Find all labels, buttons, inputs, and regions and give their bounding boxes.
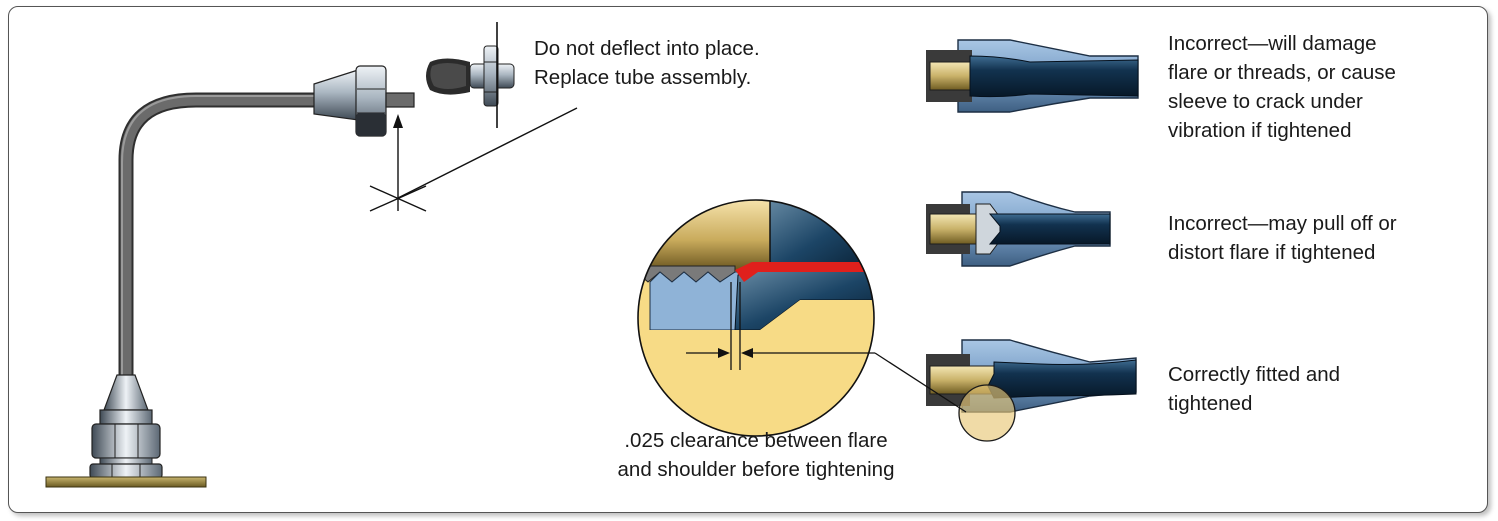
section-incorrect-damage	[926, 39, 1139, 113]
label-incorrect-damage-line-2: flare or threads, or cause	[1168, 61, 1396, 84]
section-correct	[926, 339, 1137, 442]
label-deflect-line-1: Do not deflect into place.	[534, 37, 760, 60]
label-incorrect-pull-line-1: Incorrect—may pull off or	[1168, 212, 1397, 235]
lower-fitting-stack	[89, 374, 163, 479]
label-incorrect-damage-line-1: Incorrect—will damage	[1168, 32, 1377, 55]
base-plate	[45, 476, 207, 488]
detail-callout-circle	[958, 384, 1016, 442]
label-clearance-line-1: .025 clearance between flare	[624, 429, 888, 452]
label-incorrect-damage-line-3: sleeve to crack under	[1168, 90, 1363, 113]
label-incorrect-damage-line-4: vibration if tightened	[1168, 119, 1352, 142]
bent-tube-assembly	[45, 65, 415, 488]
zoom-detail	[637, 199, 967, 437]
label-deflect-line-2: Replace tube assembly.	[534, 66, 752, 89]
label-incorrect-pull: Incorrect—may pull off or distort flare …	[1168, 209, 1397, 267]
label-correct-line-1: Correctly fitted and	[1168, 363, 1341, 386]
label-correct: Correctly fitted and tightened	[1168, 360, 1340, 418]
upper-flare-nut	[313, 65, 415, 137]
label-incorrect-damage: Incorrect—will damage flare or threads, …	[1168, 29, 1396, 145]
misaligned-fitting	[426, 22, 515, 128]
label-clearance: .025 clearance between flare and shoulde…	[586, 426, 926, 484]
section-incorrect-pull	[926, 191, 1111, 267]
label-deflect: Do not deflect into place. Replace tube …	[534, 34, 760, 92]
label-correct-line-2: tightened	[1168, 392, 1253, 415]
label-clearance-line-2: and shoulder before tightening	[617, 458, 895, 481]
deflect-leader	[369, 107, 578, 212]
label-incorrect-pull-line-2: distort flare if tightened	[1168, 241, 1376, 264]
clearance-dimension	[686, 282, 967, 413]
